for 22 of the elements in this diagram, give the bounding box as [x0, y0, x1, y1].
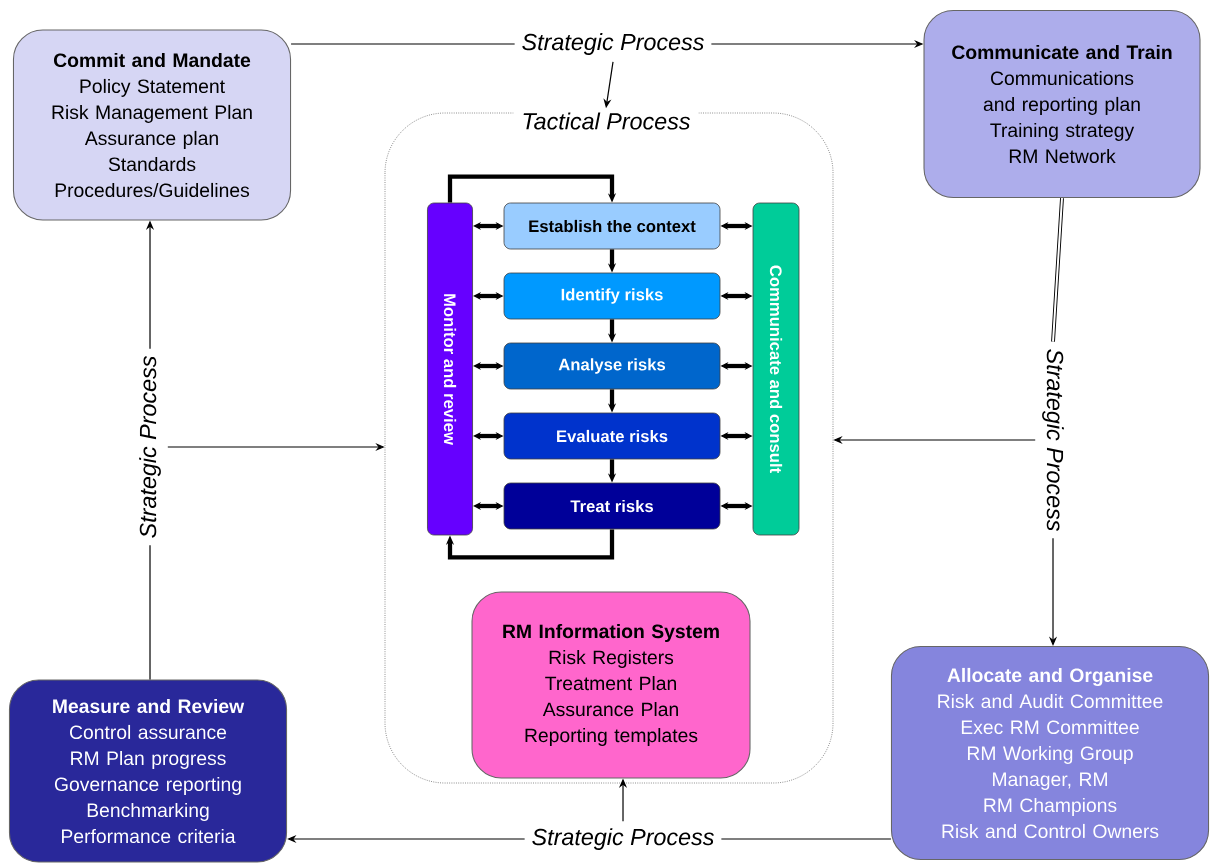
rounded-box: Commit and Mandate Policy Statement Risk Management Plan Assurance plan Standards Procedures/Guidelines [12, 29, 292, 221]
rounded-box: Allocate and Organise Risk and Audit Committee Exec RM Committee RM Working Group Manager, RM RM Champions Risk and Control Owners [890, 645, 1210, 861]
process-step-box: Evaluate risks [503, 412, 721, 460]
process-label: Strategic Process [139, 356, 161, 538]
vertical-bar: Monitor and review [427, 202, 473, 536]
process-step-box: Treat risks [503, 482, 721, 530]
arrow [445, 529, 615, 560]
process-step-box: Establish the context [503, 202, 721, 250]
rounded-box: Measure and Review Control assurance RM Plan progress Governance reporting Benchmarking Performance criteria [8, 679, 288, 863]
connector-line [1051, 197, 1064, 343]
arrow [447, 174, 617, 203]
rounded-box: Communicate and Train Communications and reporting plan Training strategy RM Network [923, 10, 1201, 198]
process-label: Strategic Process [1042, 349, 1064, 531]
vertical-bar: Communicate and consult [752, 202, 800, 536]
connector-line [149, 544, 151, 681]
process-label: Strategic Process [522, 33, 704, 55]
rounded-box: RM Information System Risk Registers Treatment Plan Assurance Plan Reporting templates [471, 591, 751, 779]
connector-line [720, 838, 892, 840]
process-label: Strategic Process [532, 828, 714, 850]
process-step-box: Identify risks [503, 272, 721, 320]
process-step-box: Analyse risks [503, 342, 721, 390]
connector-line [290, 43, 516, 45]
